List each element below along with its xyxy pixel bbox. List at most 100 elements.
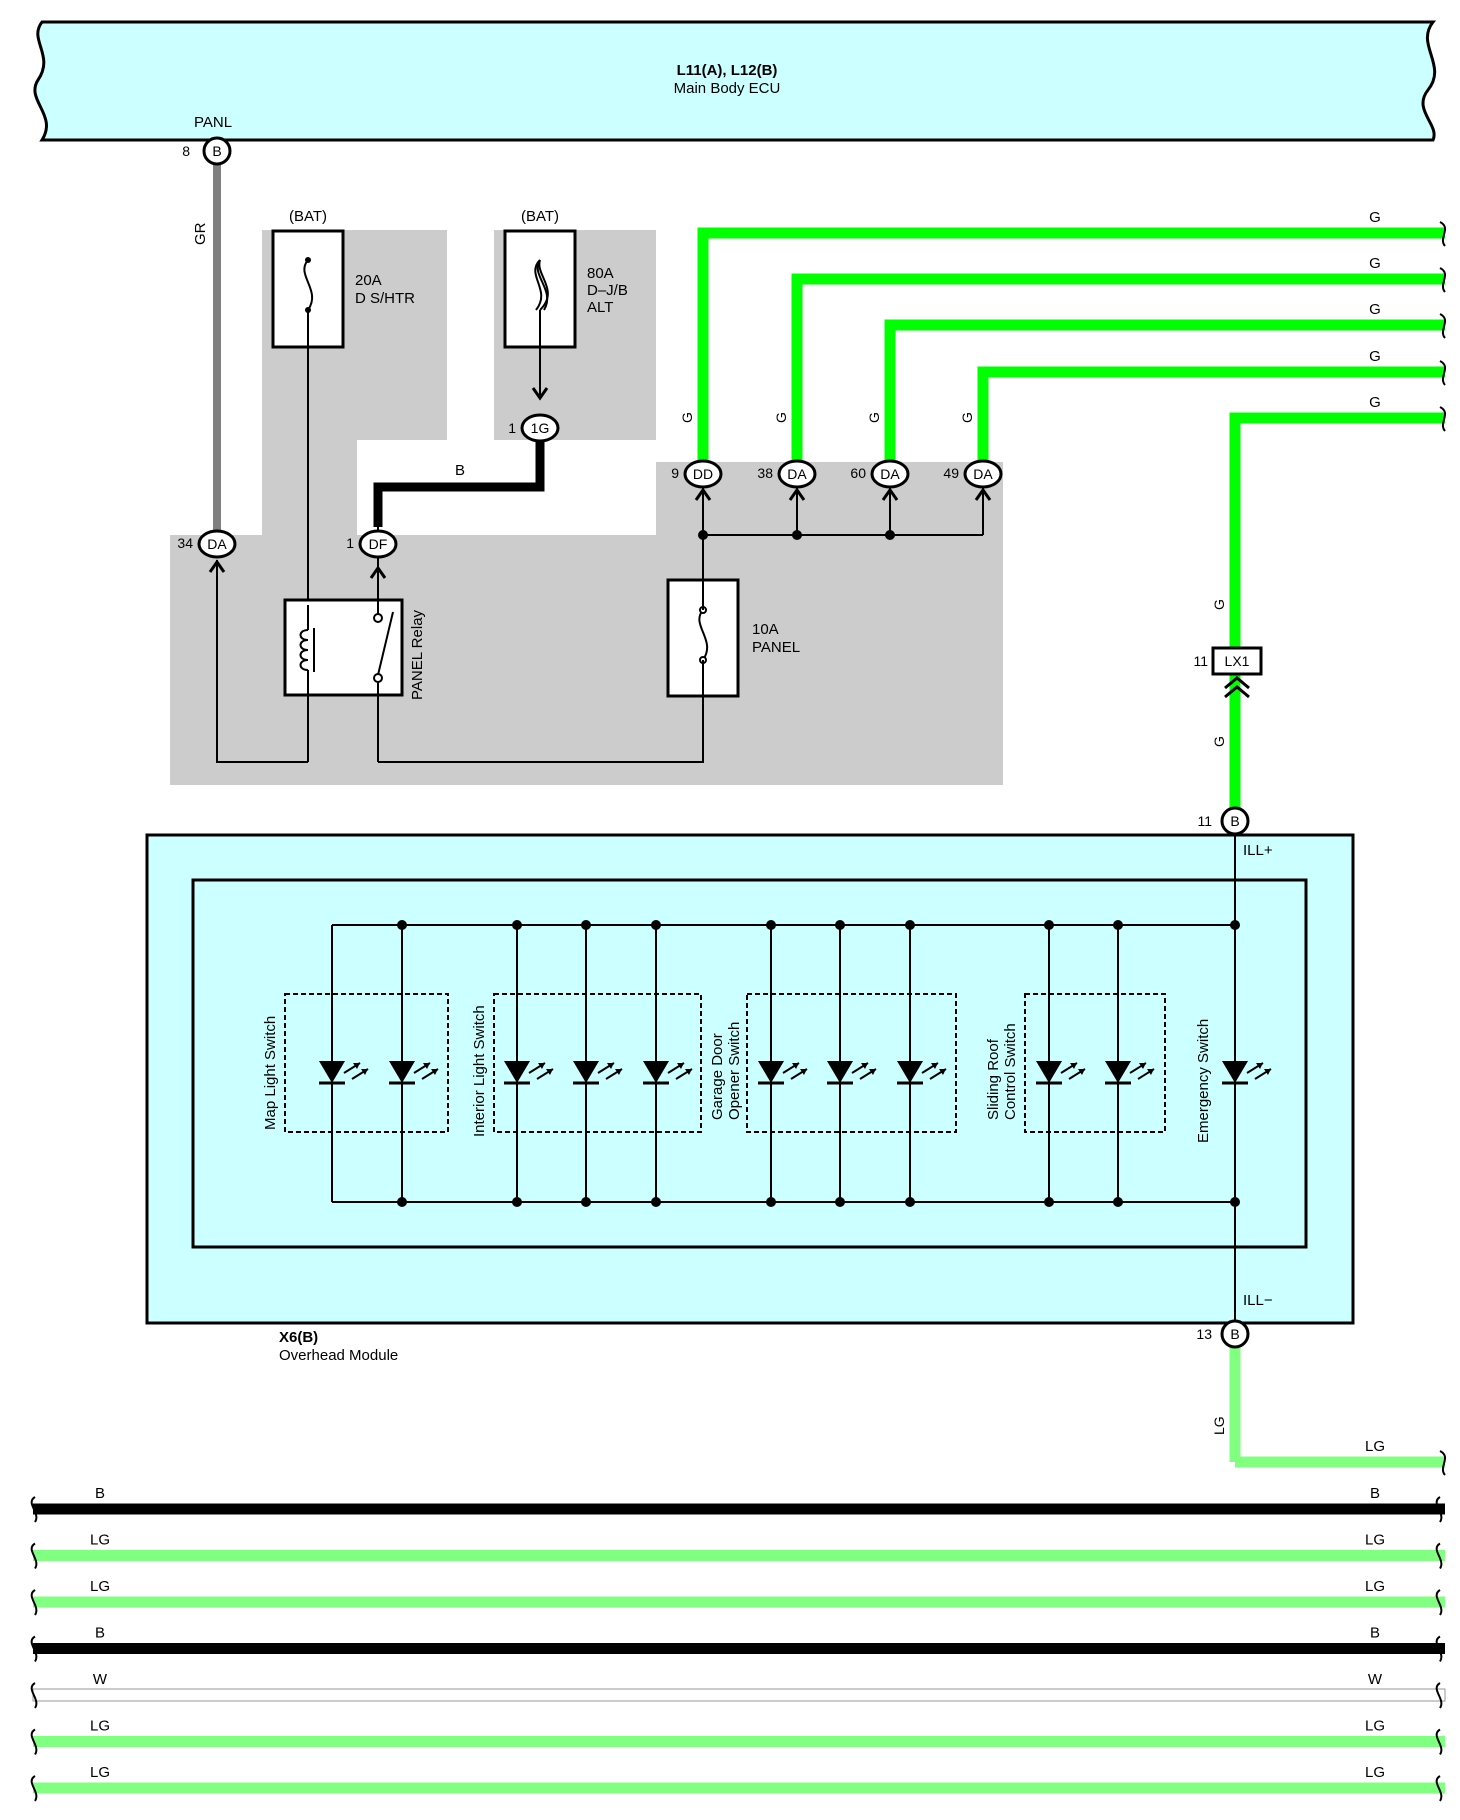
conn-60da-id: DA (880, 466, 900, 482)
relay-return-wires (208, 559, 704, 763)
panl-terminal: PANL 8 B GR (182, 114, 232, 535)
fuse-dshtr: (BAT) 20A D S/HTR (271, 208, 415, 605)
bottom-wire-label-left: LG (90, 1764, 110, 1781)
module-conn-out: B (1230, 1326, 1239, 1342)
wire-break-right (1435, 1682, 1443, 1709)
fuse-panel-rating: 10A (752, 621, 779, 638)
lx1-pin: 11 (1193, 653, 1208, 669)
fuse-dshtr-source: (BAT) (289, 208, 327, 225)
g-label-1: G (1369, 209, 1381, 226)
wire-break-right (1435, 1635, 1443, 1663)
conn-1g-pin: 1 (508, 420, 516, 436)
g-label-v6: G (1211, 736, 1227, 747)
bottom-wire-label-right: B (1370, 1485, 1380, 1502)
wire-break-left (30, 1775, 38, 1802)
gr-wire-label: GR (192, 222, 209, 245)
connector-9dd: 9 DD (671, 459, 723, 489)
bottom-wire-label-left: W (93, 1671, 108, 1688)
fuse-alt-name: D–J/B (587, 282, 628, 299)
g-label-v4: G (959, 412, 975, 423)
module-pin-in: 11 (1197, 813, 1212, 829)
lg-label-vertical: LG (1211, 1416, 1227, 1435)
bottom-wire-label-left: LG (90, 1718, 110, 1735)
led-icon (827, 1061, 877, 1085)
ecu-title: L11(A), L12(B) (677, 62, 778, 79)
fuse-alt-rating: 80A (587, 265, 614, 282)
lx1-id: LX1 (1225, 653, 1250, 669)
bottom-wire-label-right: B (1370, 1625, 1380, 1642)
connector-1df: 1 DF (346, 529, 398, 559)
b-wire: B (373, 442, 545, 527)
relay-label: PANEL Relay (409, 609, 426, 700)
led-icon (319, 1061, 369, 1085)
conn-9dd-pin: 9 (671, 465, 679, 481)
g-label-4: G (1369, 348, 1381, 365)
conn-1g-id: 1G (531, 420, 550, 436)
module-terminal-in: 11 B (1197, 806, 1250, 836)
main-body-ecu: L11(A), L12(B) Main Body ECU (33, 20, 1437, 142)
fuse-panel: 10A PANEL (666, 535, 800, 698)
sliding-roof-label-1: Sliding Roof (985, 1038, 1002, 1120)
module-code: X6(B) (279, 1329, 318, 1346)
conn-60da-pin: 60 (850, 465, 866, 481)
interior-light-label: Interior Light Switch (471, 1005, 488, 1137)
led-icon (573, 1061, 623, 1085)
conn-34da-id: DA (207, 536, 227, 552)
wire-break-left (30, 1589, 38, 1616)
wire-break-left (30, 1728, 38, 1756)
connector-34da: 34 DA (177, 529, 237, 559)
module-name: Overhead Module (279, 1347, 398, 1364)
g-label-v5: G (1211, 599, 1227, 610)
connector-60da: 60 DA (850, 459, 910, 489)
emergency-label: Emergency Switch (1195, 1019, 1212, 1143)
bottom-wire-label-right: LG (1365, 1764, 1385, 1781)
wire-break-left (30, 1682, 38, 1709)
bottom-wire-label-left: B (95, 1485, 105, 1502)
led-icon (758, 1061, 808, 1085)
sliding-roof-label-2: Control Switch (1002, 1023, 1019, 1120)
bottom-wire-label-left: LG (90, 1578, 110, 1595)
conn-38da-id: DA (787, 466, 807, 482)
conn-1df-pin: 1 (346, 535, 354, 551)
bottom-wire-label-left: B (95, 1625, 105, 1642)
wire-break-right (1435, 1589, 1443, 1616)
connector-38da: 38 DA (757, 459, 817, 489)
led-icon (643, 1061, 693, 1085)
ecu-subtitle: Main Body ECU (674, 80, 781, 97)
led-array (319, 1061, 1272, 1085)
panl-pin: 8 (182, 143, 190, 159)
fuse-alt-source: (BAT) (521, 208, 559, 225)
led-icon (1105, 1061, 1155, 1085)
map-light-label: Map Light Switch (262, 1016, 279, 1130)
bottom-wire-label-right: W (1368, 1671, 1383, 1688)
connector-1g: 1 1G (508, 413, 560, 443)
wire-break-right (1435, 1775, 1443, 1802)
bottom-wire-label-right: LG (1365, 1578, 1385, 1595)
bottom-wire-5 (32, 1688, 1446, 1702)
led-icon (1036, 1061, 1086, 1085)
led-icon (1222, 1061, 1272, 1085)
wire-break-left (30, 1496, 38, 1523)
wire-break-right (1435, 1728, 1443, 1756)
conn-9dd-id: DD (693, 466, 713, 482)
wire-break-left (30, 1542, 38, 1570)
module-pin-out: 13 (1196, 1326, 1212, 1342)
ill-plus-label: ILL+ (1243, 842, 1273, 859)
led-icon (897, 1061, 947, 1085)
module-conn-in: B (1230, 813, 1239, 829)
fuse-alt: (BAT) 80A D–J/B ALT (503, 208, 628, 401)
garage-door-label-1: Garage Door (709, 1033, 726, 1120)
module-terminal-out: 13 B LG LG (1196, 1319, 1447, 1476)
bottom-wire-label-left: LG (90, 1532, 110, 1549)
fuse-alt-name2: ALT (587, 299, 613, 316)
fuse-dshtr-rating: 20A (355, 272, 382, 289)
conn-34da-pin: 34 (177, 535, 193, 551)
g-label-v3: G (866, 412, 882, 423)
fuse-panel-name: PANEL (752, 639, 800, 656)
g-label-v2: G (773, 412, 789, 423)
conn-49da-id: DA (973, 466, 993, 482)
g-label-3: G (1369, 301, 1381, 318)
green-wires: G G G G G G G G G G G (679, 209, 1447, 810)
